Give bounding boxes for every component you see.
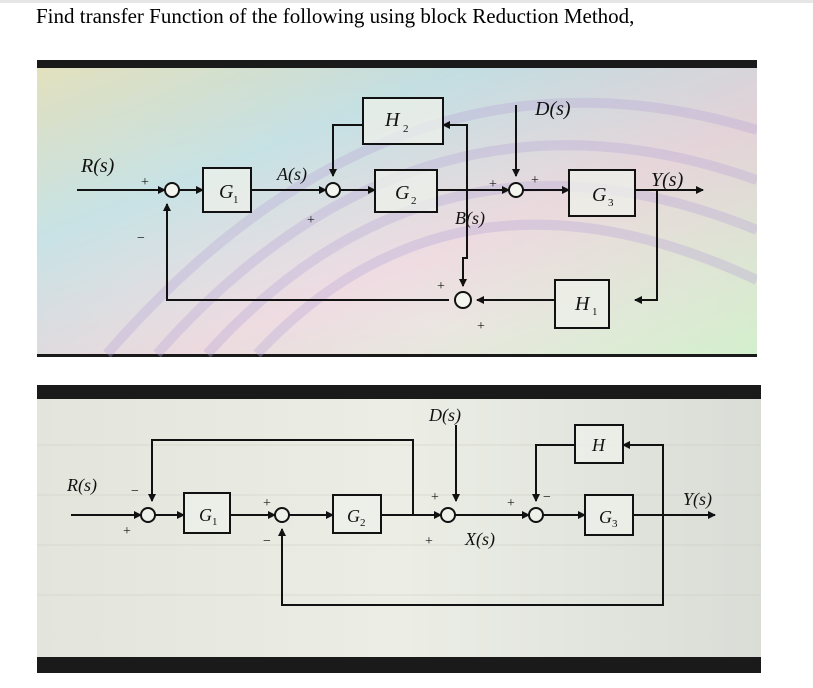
page-top-border [0,0,813,3]
signal-x-label: X(s) [464,529,495,550]
signal-d-label: D(s) [534,98,571,120]
block-g3 [568,169,636,217]
block-g1-label: G [219,181,234,203]
signal-y-label: Y(s) [651,169,684,191]
signal-d-label: D(s) [428,405,461,426]
sign-s5-bottom: + [477,319,485,334]
block-g2-sub: 2 [411,195,417,207]
summing-junction-3 [440,507,456,523]
block-diagram-photo-2: G 1 G 2 G 3 H R(s) Y(s) X(s) D(s) − + + … [37,385,761,673]
sign-s2-top: + [263,496,271,511]
sign-s5-top: + [437,279,445,294]
summing-junction-2 [325,182,341,198]
sign-s1-bottom: + [123,524,131,539]
summing-junction-4 [454,291,472,309]
sign-s3-top: + [431,490,439,505]
summing-junction-4 [528,507,544,523]
block-g2 [374,169,438,213]
block-g3-label: G [592,184,607,206]
sign-s1-top: − [131,484,139,499]
block-h1-sub: 1 [592,306,598,318]
sign-s2-bottom: − [263,534,271,549]
sign-s4-top-left: + [507,496,515,511]
signal-r-label: R(s) [66,475,97,496]
summing-junction-1 [164,182,180,198]
block-h2-sub: 2 [403,123,409,135]
block-diagram-1: G 1 G 2 G 3 H 2 H 1 R(s) Y(s) A(s) B(s) … [37,68,757,357]
block-h2 [362,97,444,145]
sign-s1-top: + [141,175,149,190]
block-g3-sub: 3 [608,197,614,209]
block-h [574,424,624,464]
sign-s4-top: + [531,173,539,188]
signal-y-label: Y(s) [683,489,712,510]
block-g2-label: G [395,182,410,204]
block-g3-label: G [599,507,612,527]
block-h-label: H [591,435,606,455]
question-text: Find transfer Function of the following … [36,4,635,28]
signal-a-label: A(s) [276,164,307,185]
summing-junction-3 [508,182,524,198]
block-g3-sub: 3 [612,518,618,530]
block-g1 [202,167,252,213]
sign-s2-bottom: + [307,213,315,228]
signal-r-label: R(s) [80,155,115,177]
summing-junction-2 [274,507,290,523]
sign-s3-bottom: + [425,534,433,549]
block-g2-label: G [347,506,360,526]
sign-s1-bottom: − [137,231,145,246]
block-g1 [183,492,231,534]
block-h2-label: H [384,109,401,131]
summing-junction-1 [140,507,156,523]
block-h1-label: H [574,293,591,315]
block-g1-sub: 1 [212,516,218,528]
sign-s4-top-right: − [543,490,551,505]
block-h1 [554,279,610,329]
block-g1-label: G [199,505,212,525]
signal-b-label: B(s) [455,208,485,229]
block-diagram-photo-1: G 1 G 2 G 3 H 2 H 1 R(s) Y(s) A(s) B(s) … [37,60,757,357]
block-diagram-2: G 1 G 2 G 3 H R(s) Y(s) X(s) D(s) − + + … [37,399,761,657]
block-g2 [332,494,382,534]
block-g1-sub: 1 [233,194,239,206]
sign-s3-top: + [489,177,497,192]
block-g2-sub: 2 [360,517,366,529]
block-g3 [584,494,634,536]
